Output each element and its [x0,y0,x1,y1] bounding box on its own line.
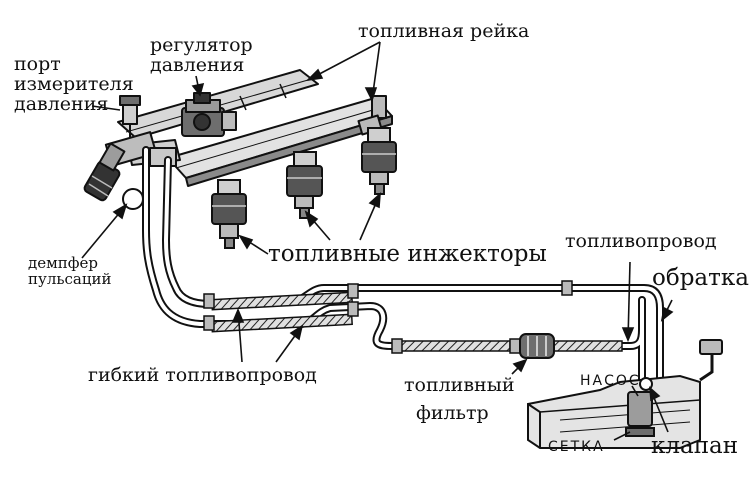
check-valve [639,377,653,391]
label-port-line-1: порт [14,53,61,75]
label-screen: СЕТКА [548,439,605,455]
label-port-line-2: измерителя [14,72,134,95]
injector-3 [361,127,397,195]
label-injectors: топливные инжекторы [268,241,547,267]
pressure-regulator [181,92,237,137]
label-pump: НАСОС [580,373,641,389]
label-flexible-line: гибкий топливопровод [88,364,317,386]
strainer [625,427,655,437]
pulsation-damper [122,188,144,210]
pressure-port [119,95,141,138]
label-damper-line-1: демпфер [28,254,98,272]
label-regulator-line-2: давления [150,53,245,76]
fuel-tank [527,339,723,449]
label-regulator: регулятор давления [150,34,253,76]
label-port-line-3: давления [14,92,109,115]
injector-1 [211,179,247,249]
label-regulator-line-1: регулятор [150,34,253,56]
label-fuel-line: топливопровод [565,230,717,252]
label-filter: топливный фильтр [404,374,515,424]
fuel-pump [627,391,653,427]
label-filter-line-1: топливный [404,374,515,396]
fuel-filter [519,333,555,359]
label-damper: демпфер пульсаций [28,254,112,288]
label-port: порт измерителя давления [14,53,134,115]
label-damper-line-2: пульсаций [28,269,112,288]
label-filter-line-2: фильтр [416,401,489,424]
leader-lines [81,41,674,441]
label-rail: топливная рейка [358,20,530,42]
label-return: обратка [652,265,749,291]
injector-2 [286,151,323,219]
label-valve: клапан [651,433,739,459]
inlet-nozzle [83,142,126,202]
flexible-hose [203,280,623,354]
